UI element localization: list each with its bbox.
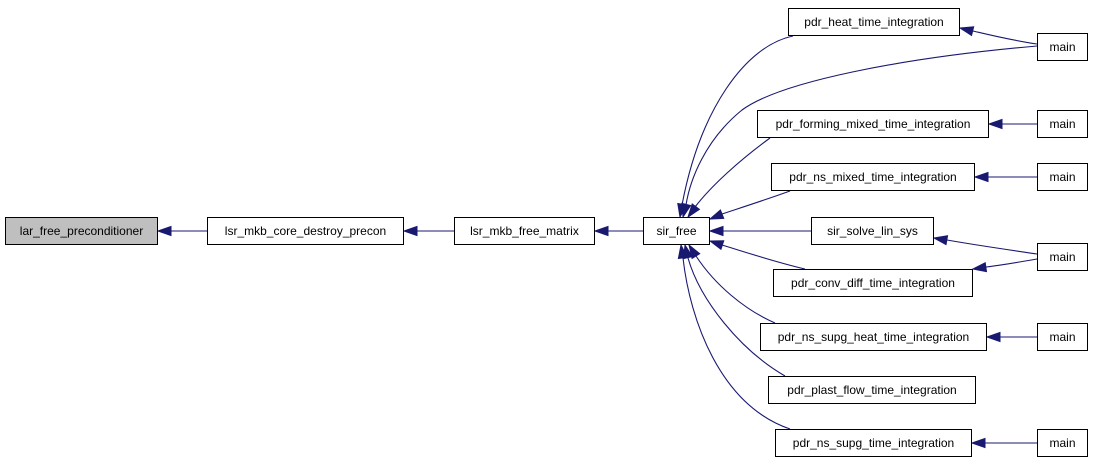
node-pdr-ns-supg-time-integration[interactable]: pdr_ns_supg_time_integration [775,429,972,457]
arrowhead-pdr-forming-mixed-time-integration [987,118,1003,130]
node-pdr-forming-mixed-time-integration[interactable]: pdr_forming_mixed_time_integration [757,110,989,138]
node-main-n7[interactable]: main [1037,110,1088,138]
edge-main-to-pdr-conv-diff-time-integration [985,258,1038,268]
arrowhead-lar-free-preconditioner [156,225,172,237]
node-main-n17[interactable]: main [1037,429,1088,457]
node-lsr-mkb-core-destroy-precon[interactable]: lsr_mkb_core_destroy_precon [207,217,404,245]
arrowhead-pdr-ns-mixed-time-integration [973,171,989,183]
arrowhead-pdr-ns-supg-time-integration [970,437,986,449]
arrowhead-sir-solve-lin-sys [932,235,949,246]
edge-main-to-sir-free [685,45,1038,206]
arrowhead-pdr-ns-supg-heat-time-integration [985,331,1001,343]
node-pdr-conv-diff-time-integration[interactable]: pdr_conv_diff_time_integration [773,269,973,297]
edge-pdr-forming-mixed-time-integration-to-sir-free [694,137,771,208]
edge-main-to-pdr-heat-time-integration [972,30,1038,45]
arrowhead-lsr-mkb-core-destroy-precon [402,225,418,237]
arrowhead-sir-free [687,203,701,219]
edge-pdr-heat-time-integration-to-sir-free [681,35,794,206]
edge-pdr-plast-flow-time-integration-to-sir-free [687,257,786,377]
arrowhead-pdr-conv-diff-time-integration [971,261,988,273]
edge-pdr-ns-supg-heat-time-integration-to-sir-free [695,255,776,324]
edge-pdr-ns-supg-time-integration-to-sir-free [682,257,791,430]
edge-pdr-ns-mixed-time-integration-to-sir-free [721,190,791,215]
arrowhead-sir-free [708,225,724,237]
node-main-n9[interactable]: main [1037,163,1088,191]
arrowhead-lsr-mkb-free-matrix [593,225,609,237]
edge-pdr-conv-diff-time-integration-to-sir-free [721,244,806,270]
node-lsr-mkb-free-matrix[interactable]: lsr_mkb_free_matrix [454,217,595,245]
node-sir-solve-lin-sys[interactable]: sir_solve_lin_sys [811,217,934,245]
node-pdr-heat-time-integration[interactable]: pdr_heat_time_integration [788,8,960,36]
node-sir-free[interactable]: sir_free [643,217,710,245]
arrowhead-sir-free [708,209,725,220]
node-pdr-ns-supg-heat-time-integration[interactable]: pdr_ns_supg_heat_time_integration [760,323,987,351]
node-lar-free-preconditioner: lar_free_preconditioner [5,217,158,245]
edge-main-to-sir-solve-lin-sys [946,239,1038,255]
arrowhead-sir-free [677,243,689,260]
arrowhead-sir-free [681,202,692,219]
node-main-n5[interactable]: main [1037,33,1088,61]
node-main-n14[interactable]: main [1037,323,1088,351]
arrowhead-pdr-heat-time-integration [958,26,975,37]
node-main-n11[interactable]: main [1037,243,1088,271]
node-pdr-plast-flow-time-integration[interactable]: pdr_plast_flow_time_integration [768,376,976,404]
arrowhead-sir-free [708,240,725,251]
node-pdr-ns-mixed-time-integration[interactable]: pdr_ns_mixed_time_integration [771,163,975,191]
